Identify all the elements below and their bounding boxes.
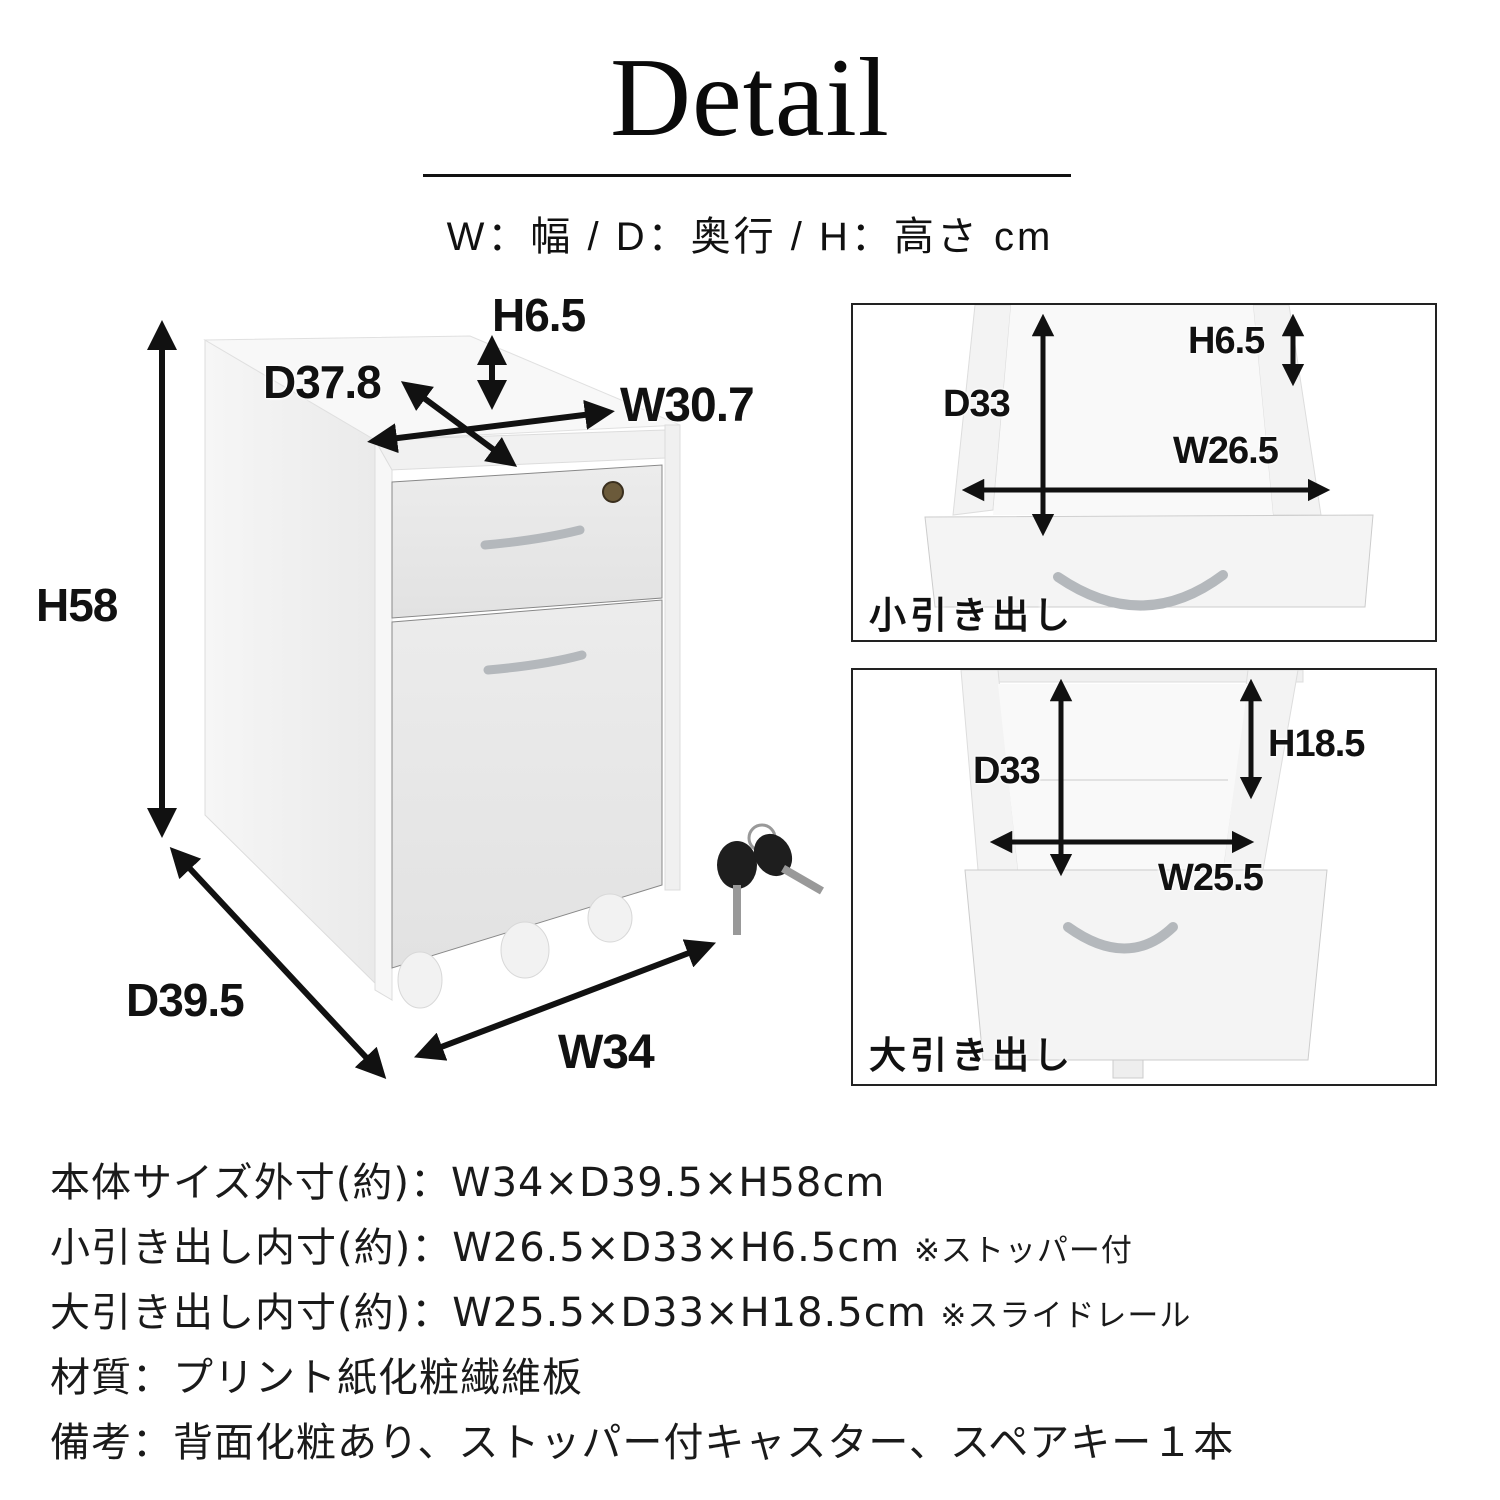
spec-sep: ： [411,1225,453,1271]
large-drawer-label: 大引き出し [869,1034,1074,1077]
spec-label: 小引き出し内寸(約) [50,1225,412,1271]
small-drawer-illustration [924,305,1374,611]
spec-label: 備考 [50,1420,132,1466]
handle-icon [1063,922,1178,954]
large-drawer-panel: D33 H18.5 W25.5 大引き出し [851,668,1437,1086]
dim-top-depth: D37.8 [263,356,382,408]
spec-label: 本体サイズ外寸(約) [50,1160,411,1206]
small-drawer-handle [480,525,585,550]
small-drawer-panel: D33 H6.5 W26.5 小引き出し [851,303,1437,642]
dim-total-height: H58 [36,579,118,631]
spec-label: 大引き出し内寸(約) [50,1290,412,1336]
handle-icon [1053,570,1228,611]
title-divider [423,174,1071,177]
spec-row-remarks: 備考：背面化粧あり、ストッパー付キャスター、スペアキー１本 [50,1410,1234,1468]
large-drawer-illustration [960,670,1328,1079]
spec-row-small-drawer: 小引き出し内寸(約)：W26.5×D33×H6.5cm ※ストッパー付 [50,1215,1133,1273]
dim-top-width: W30.7 [620,379,755,432]
spec-value: W34×D39.5×H58cm [451,1160,886,1206]
large-drawer-width: W25.5 [1158,857,1264,899]
spec-value: 背面化粧あり、ストッパー付キャスター、スペアキー１本 [173,1420,1235,1466]
spec-note: ※ストッパー付 [913,1233,1133,1269]
spec-sep: ： [411,1290,453,1336]
spec-note: ※スライドレール [940,1298,1192,1334]
small-drawer-depth: D33 [943,383,1011,425]
spec-value: W25.5×D33×H18.5cm [452,1290,927,1336]
page-title: Detail [610,36,890,160]
keys-icon [717,823,824,935]
spec-sep: ： [410,1160,452,1206]
lock-icon [602,481,624,503]
spec-sep: ： [132,1355,173,1401]
small-drawer-height: H6.5 [1188,320,1265,362]
large-drawer-handle [483,650,587,675]
cabinet-figure: H58 H6.5 D37.8 W30.7 D39.5 W34 [0,280,840,1100]
spec-row-body-size: 本体サイズ外寸(約)：W34×D39.5×H58cm [50,1150,885,1208]
large-drawer-height: H18.5 [1268,723,1365,765]
dim-total-width: W34 [558,1026,655,1079]
spec-value: W26.5×D33×H6.5cm [452,1225,901,1271]
units-legend: W：幅 / D：奥行 / H：高さ cm [446,215,1054,259]
small-drawer-width: W26.5 [1173,430,1279,472]
cabinet-illustration [147,320,824,1079]
spec-sep: ： [132,1420,173,1466]
small-drawer-label: 小引き出し [869,594,1074,637]
spec-label: 材質 [50,1355,132,1401]
dim-total-depth: D39.5 [126,974,245,1026]
large-drawer-depth: D33 [973,750,1041,792]
spec-row-large-drawer: 大引き出し内寸(約)：W25.5×D33×H18.5cm ※スライドレール [50,1280,1191,1338]
spec-value: プリント紙化粧繊維板 [173,1355,583,1401]
spec-row-material: 材質：プリント紙化粧繊維板 [50,1345,583,1403]
dim-top-height: H6.5 [492,289,586,341]
